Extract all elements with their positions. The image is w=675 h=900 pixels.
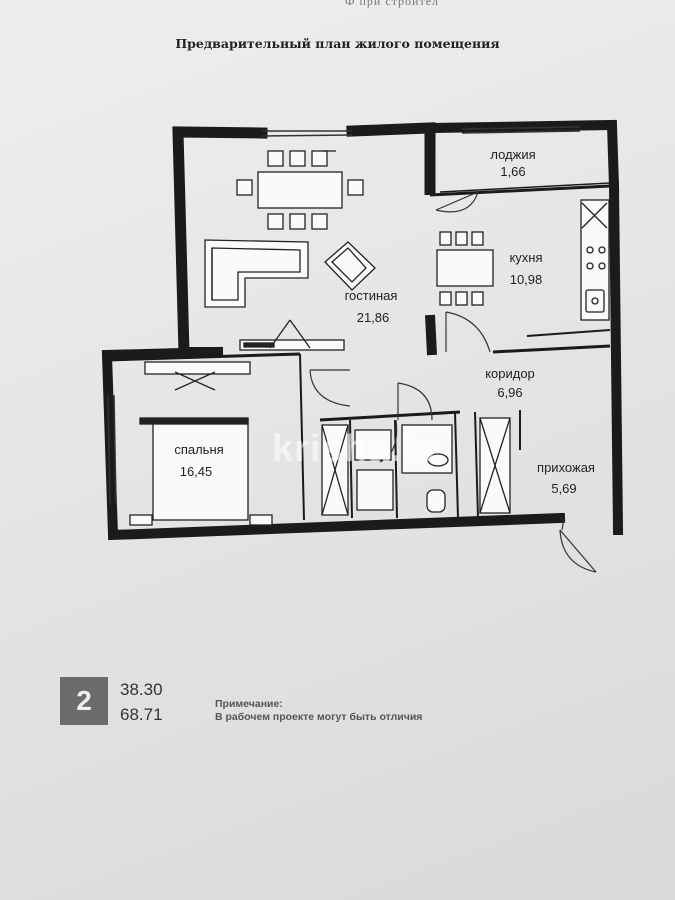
outer-walls (101, 119, 624, 541)
room-label-living: гостиная (345, 288, 398, 303)
tv-stand (239, 319, 345, 351)
interior-walls (106, 314, 611, 521)
faint-footer-text: · · · · · · (292, 846, 347, 857)
loggia-walls (424, 128, 611, 197)
room-area-kitchen: 10,98 (510, 272, 543, 287)
note-text: В рабочем проекте могут быть отличия (215, 711, 423, 723)
room-label-kitchen: кухня (509, 250, 542, 265)
room-area-bedroom: 16,45 (180, 464, 213, 479)
living-area-value: 38.30 (120, 680, 163, 699)
armchair (324, 241, 376, 291)
room-label-hallway: прихожая (537, 460, 595, 475)
bathroom-fixtures (321, 417, 511, 516)
bedroom-furniture (129, 361, 273, 526)
room-area-loggia: 1,66 (500, 164, 525, 179)
site-watermark: krisha.kz (272, 428, 444, 470)
document-title: Предварительный план жилого помещения (175, 36, 500, 51)
sofa (204, 239, 309, 308)
header-fragment: Ф при строител (345, 0, 440, 8)
total-area-value: 68.71 (120, 705, 163, 724)
rooms-count-badge: 2 (60, 677, 108, 725)
dining-table (236, 150, 364, 230)
room-area-living: 21,86 (357, 310, 390, 325)
room-label-bedroom: спальня (174, 442, 223, 457)
note-title: Примечание: (215, 698, 283, 710)
room-area-hallway: 5,69 (551, 481, 576, 496)
door-arcs (309, 191, 597, 573)
kitchen-counter (580, 199, 610, 321)
kitchen-table (436, 231, 494, 306)
room-label-corridor: коридор (485, 366, 535, 381)
room-label-loggia: лоджия (490, 147, 535, 162)
windows (107, 126, 581, 506)
room-area-corridor: 6,96 (497, 385, 522, 400)
